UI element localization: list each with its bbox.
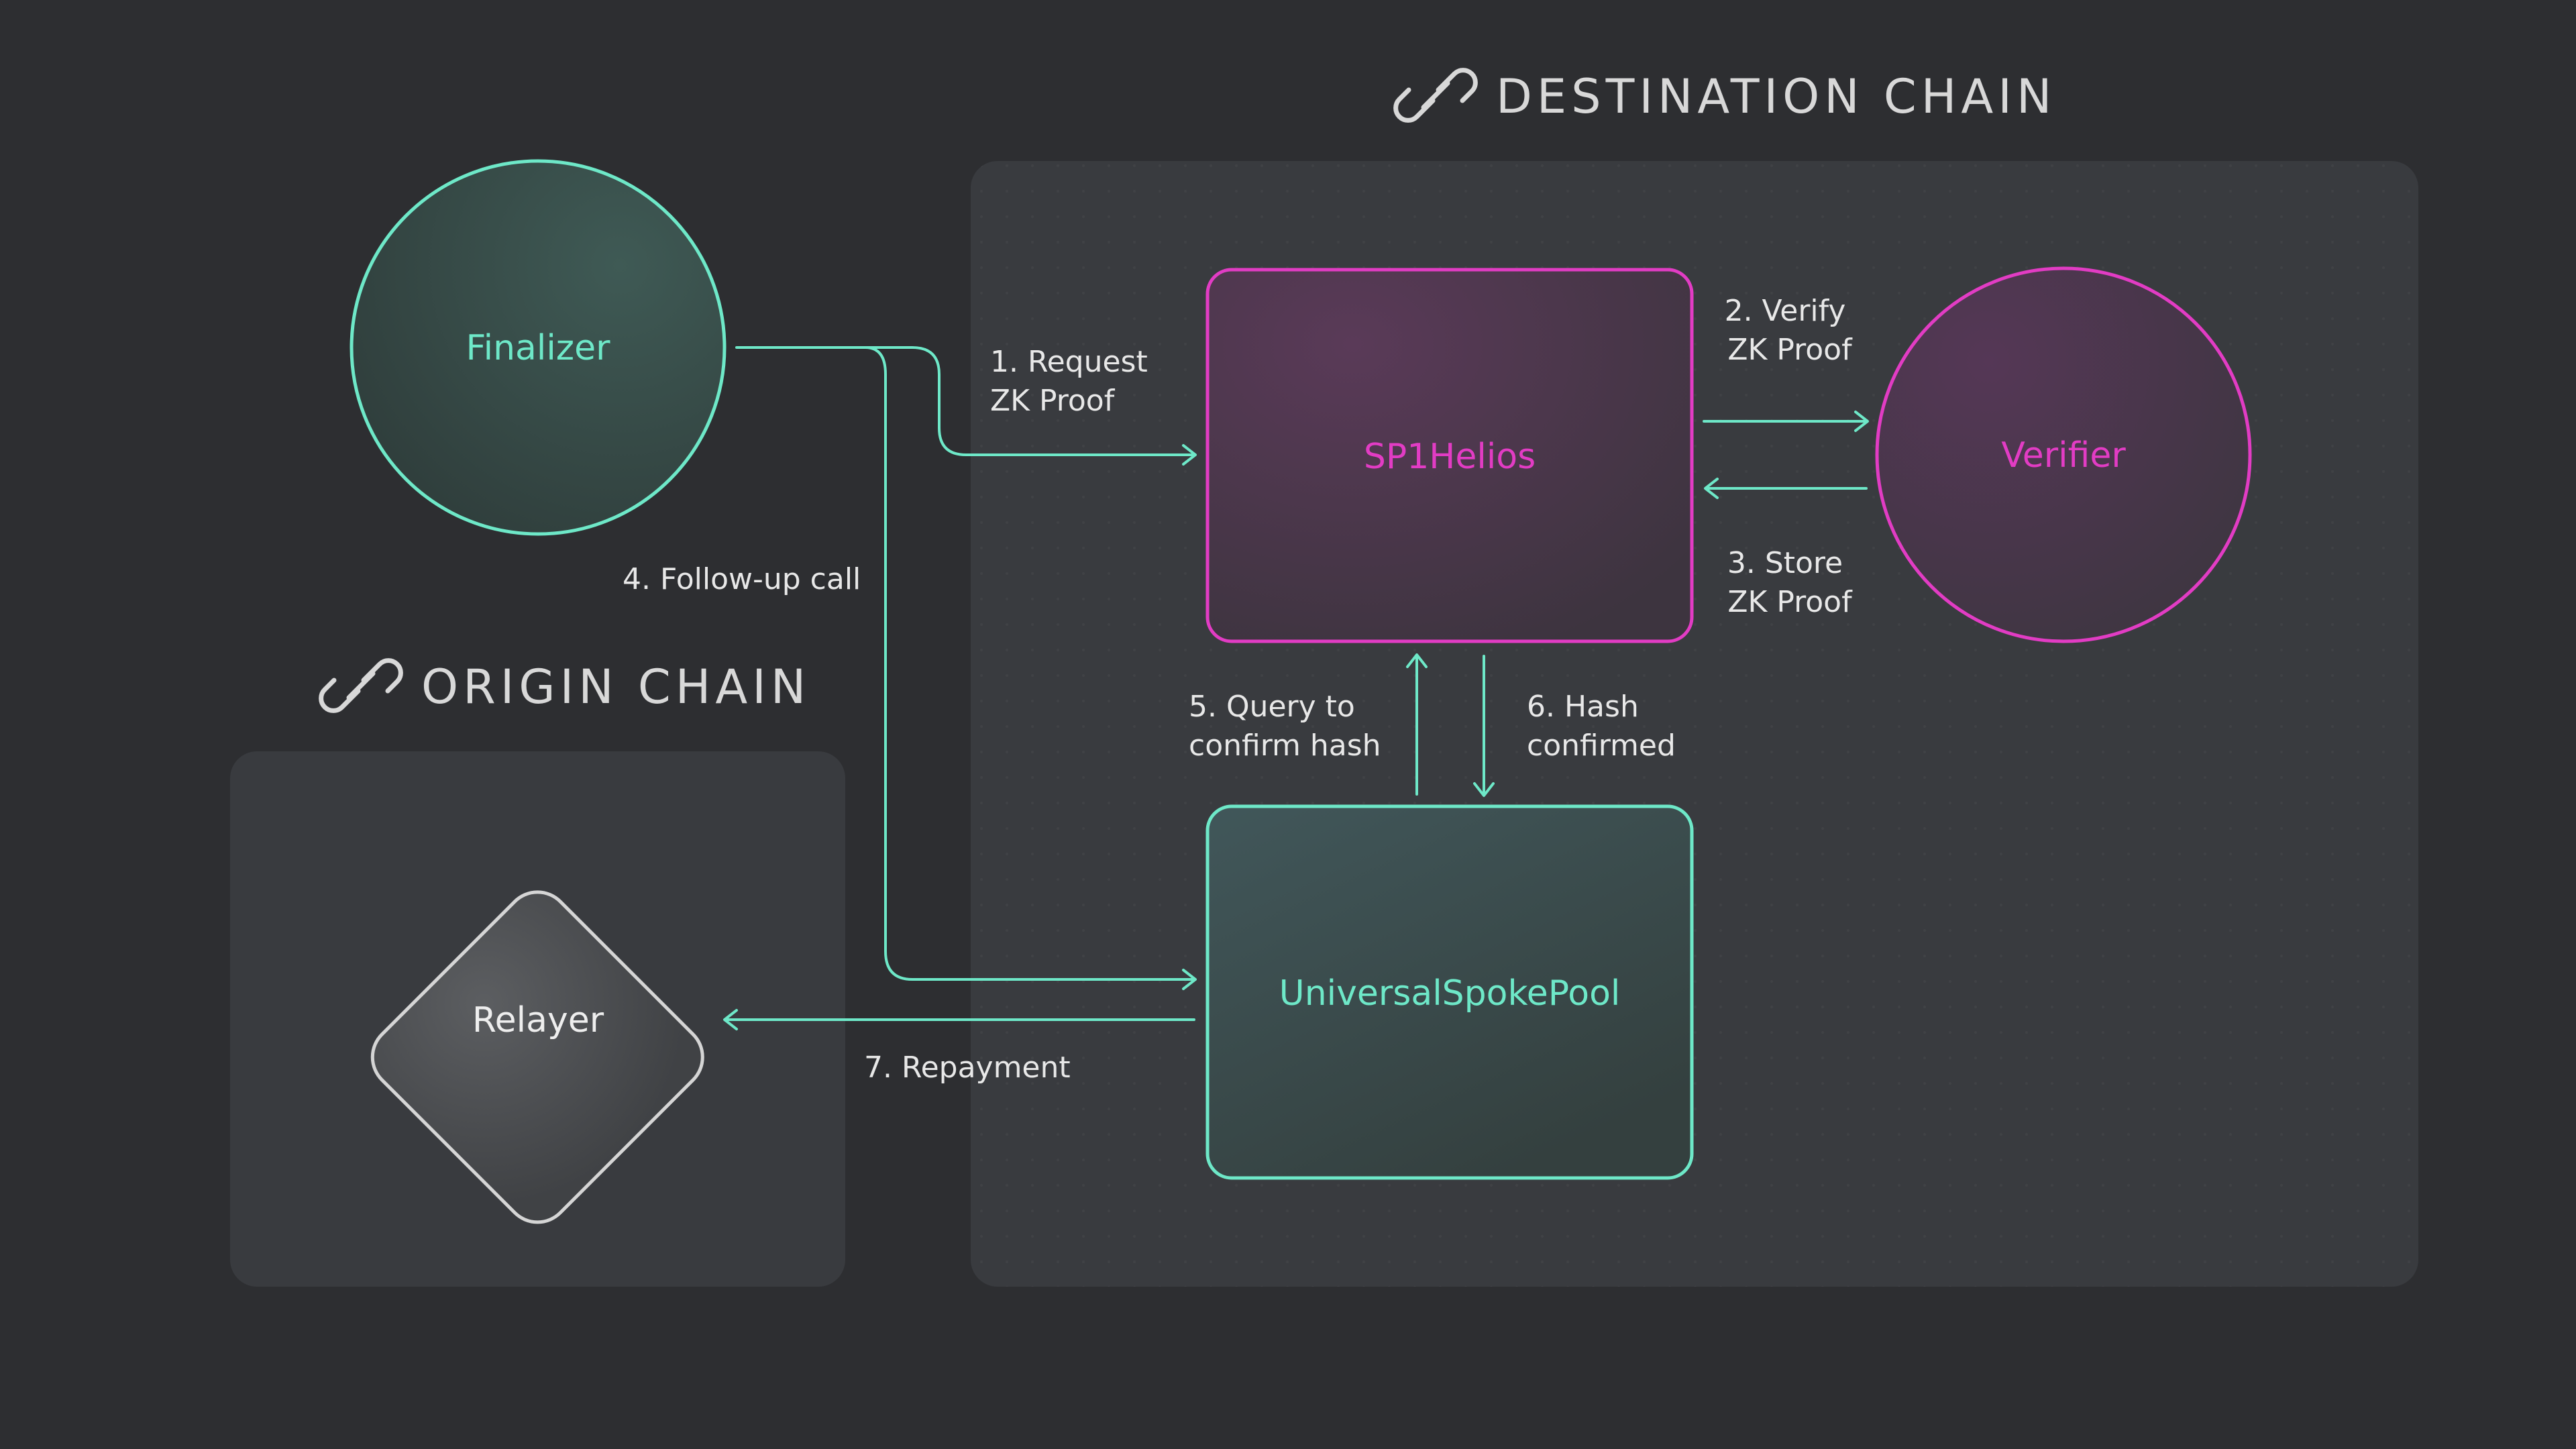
sp1helios-label: SP1Helios bbox=[1364, 437, 1536, 477]
verifier-node[interactable]: Verifier bbox=[1875, 266, 2252, 643]
edge-label-store-proof: 3. Store ZK Proof bbox=[1727, 546, 1853, 619]
edge-label-hash-confirmed: 6. Hash confirmed bbox=[1527, 690, 1676, 763]
origin-chain-title: ORIGIN CHAIN bbox=[421, 659, 810, 714]
edge-label-query-hash: 5. Query to confirm hash bbox=[1189, 690, 1381, 763]
verify-proof-arrowhead bbox=[1854, 411, 1869, 432]
query-hash-arrowhead bbox=[1406, 653, 1428, 668]
edge-label-line: 6. Hash bbox=[1527, 690, 1639, 724]
edge-label-line: confirm hash bbox=[1189, 729, 1381, 763]
verifier-label: Verifier bbox=[2001, 435, 2126, 476]
relayer-label: Relayer bbox=[472, 1000, 604, 1040]
edge-label-line: 7. Repayment bbox=[864, 1051, 1071, 1085]
destination-chain-title: DESTINATION CHAIN bbox=[1496, 69, 2056, 124]
link-icon bbox=[319, 658, 403, 713]
request-proof-arrowhead bbox=[1182, 444, 1197, 466]
edge-label-line: 5. Query to bbox=[1189, 690, 1355, 724]
destination-chain-heading: DESTINATION CHAIN bbox=[1393, 68, 2056, 124]
edge-label-line: ZK Proof bbox=[990, 384, 1116, 418]
edge-label-line: 4. Follow-up call bbox=[623, 562, 861, 596]
finalizer-label: Finalizer bbox=[466, 328, 611, 368]
sp1helios-node[interactable]: SP1Helios bbox=[1205, 268, 1694, 643]
follow-up-call-connector bbox=[864, 346, 1195, 981]
store-proof-arrowhead bbox=[1704, 478, 1719, 499]
edge-label-verify-proof: 2. Verify ZK Proof bbox=[1725, 294, 1856, 367]
link-icon bbox=[1393, 68, 1478, 123]
origin-chain-heading: ORIGIN CHAIN bbox=[319, 658, 810, 714]
edge-label-follow-up-call: 4. Follow-up call bbox=[623, 562, 861, 596]
follow-up-call-arrowhead bbox=[1182, 969, 1197, 990]
edge-label-line: 3. Store bbox=[1727, 546, 1843, 580]
edge-label-repayment: 7. Repayment bbox=[864, 1051, 1071, 1085]
edge-label-line: ZK Proof bbox=[1727, 333, 1853, 367]
hash-confirmed-arrowhead bbox=[1473, 782, 1495, 797]
edge-label-line: 2. Verify bbox=[1725, 294, 1846, 328]
finalizer-node[interactable]: Finalizer bbox=[350, 159, 727, 536]
universal-spoke-pool-node[interactable]: UniversalSpokePool bbox=[1205, 804, 1694, 1180]
edge-label-line: ZK Proof bbox=[1727, 585, 1853, 619]
edge-label-line: confirmed bbox=[1527, 729, 1676, 763]
edge-label-request-proof: 1. Request ZK Proof bbox=[990, 345, 1157, 418]
request-proof-connector bbox=[735, 346, 1195, 456]
universal-spoke-pool-label: UniversalSpokePool bbox=[1279, 973, 1621, 1014]
repayment-arrowhead bbox=[723, 1009, 738, 1030]
relayer-node[interactable]: Relayer bbox=[359, 879, 716, 1236]
edge-label-line: 1. Request bbox=[990, 345, 1148, 379]
